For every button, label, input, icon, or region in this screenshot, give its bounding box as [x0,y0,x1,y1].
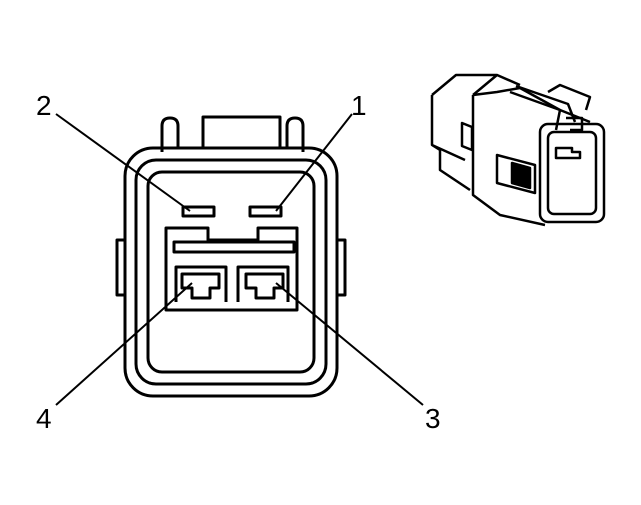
callout-1: 1 [351,90,367,121]
callout-2: 2 [36,90,52,121]
leader-line-4 [55,282,193,406]
left-side-tab [115,238,125,297]
right-side-tab [337,238,347,297]
right-upper-tab [285,116,305,152]
leader-line-1 [275,113,353,212]
leader-line-3 [275,282,424,406]
leader-lines [55,113,424,406]
leader-line-2 [55,113,191,212]
divider-bar [172,240,296,254]
side-window [495,153,537,195]
front-face-inner [546,130,598,216]
rear-body-right [496,73,521,87]
outer-housing [123,146,339,398]
callout-4: 4 [36,403,52,434]
side-window-inner [510,161,532,190]
terminal-pin-1 [248,205,283,218]
terminal-cavity [164,226,299,312]
socket-pin-4-outer [174,265,228,302]
inner-rim [134,158,328,386]
socket-pin-3 [244,272,285,300]
rear-body-top [431,73,499,96]
rear-body [430,95,471,192]
connector-face-view [115,115,347,398]
inner-rim-2 [146,170,316,374]
latch-side [547,83,592,111]
face-slot [554,146,582,160]
callout-3: 3 [425,403,441,434]
side-rib [460,121,474,152]
left-upper-tab [160,116,180,152]
terminal-pin-2 [181,205,216,218]
front-face-outer [538,122,606,224]
top-latch [201,115,282,149]
connector-isometric-view [430,73,606,227]
front-body [471,95,546,227]
socket-pin-3-outer [236,265,290,302]
